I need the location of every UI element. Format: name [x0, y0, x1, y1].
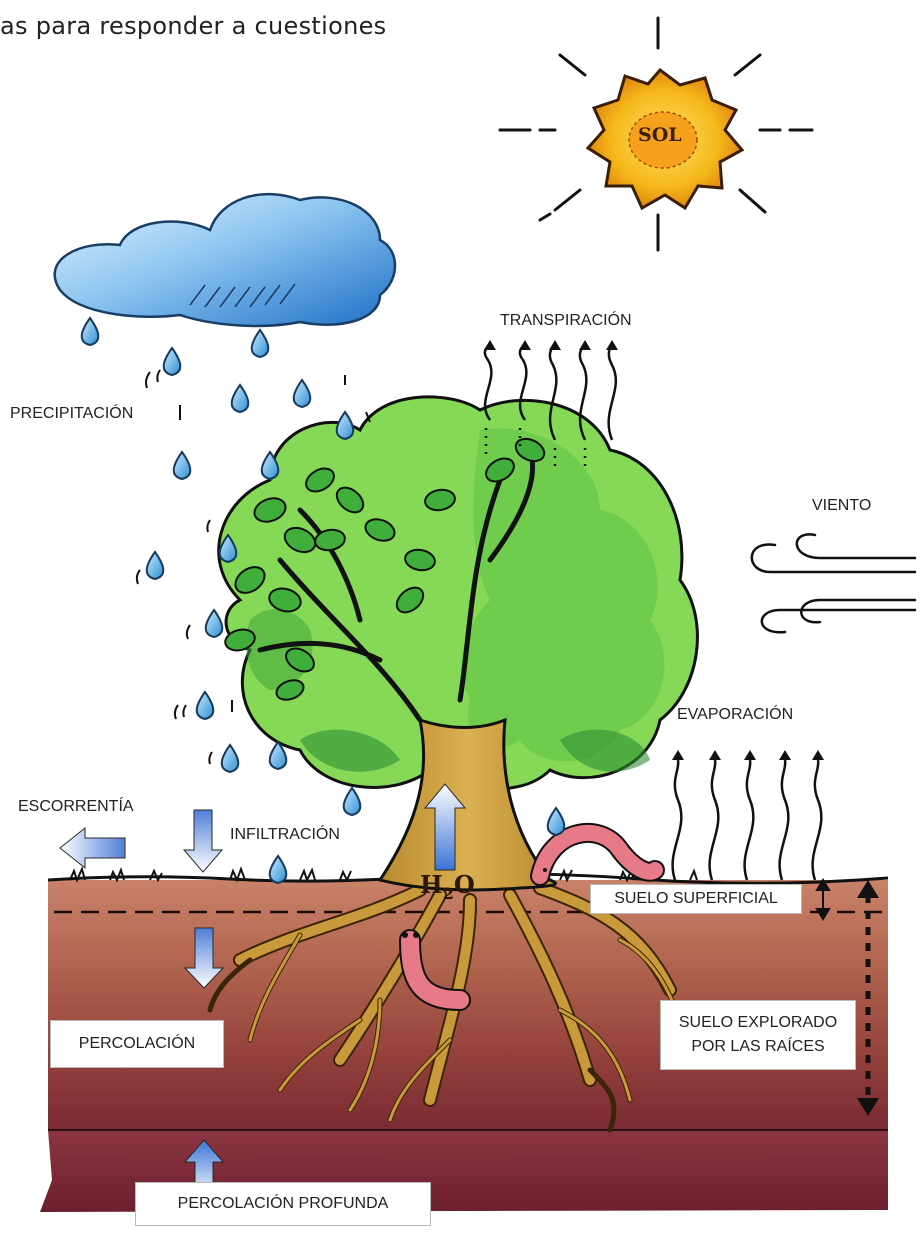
sun-label: SOL [638, 124, 682, 146]
wind [752, 534, 915, 632]
label-viento: VIENTO [812, 497, 871, 515]
label-evaporacion: EVAPORACIÓN [677, 706, 793, 724]
box-percolacion-profunda: PERCOLACIÓN PROFUNDA [135, 1182, 431, 1226]
water-label: H2O [420, 870, 475, 903]
label-percolacion: PERCOLACIÓN [79, 1030, 195, 1058]
header-text: as para responder a cuestiones [0, 12, 386, 40]
label-suelo-superficial: SUELO SUPERFICIAL [614, 885, 778, 913]
label-escorrentia: ESCORRENTÍA [18, 798, 134, 816]
label-suelo-explorado-1: SUELO EXPLORADO [679, 1011, 837, 1035]
runoff-arrow [60, 828, 125, 868]
label-transpiracion: TRANSPIRACIÓN [500, 312, 632, 330]
label-percolacion-profunda: PERCOLACIÓN PROFUNDA [178, 1190, 389, 1218]
box-suelo-superficial: SUELO SUPERFICIAL [590, 884, 802, 914]
worm-surface [540, 833, 655, 876]
label-precipitacion: PRECIPITACIÓN [10, 405, 133, 423]
rain-cloud [55, 194, 395, 326]
box-suelo-explorado: SUELO EXPLORADO POR LAS RAÍCES [660, 1000, 856, 1070]
infiltration-arrow [184, 810, 222, 872]
label-suelo-explorado-2: POR LAS RAÍCES [691, 1035, 824, 1059]
evaporation-arrows [672, 750, 824, 880]
box-percolacion: PERCOLACIÓN [50, 1020, 224, 1068]
label-infiltracion: INFILTRACIÓN [230, 826, 340, 844]
